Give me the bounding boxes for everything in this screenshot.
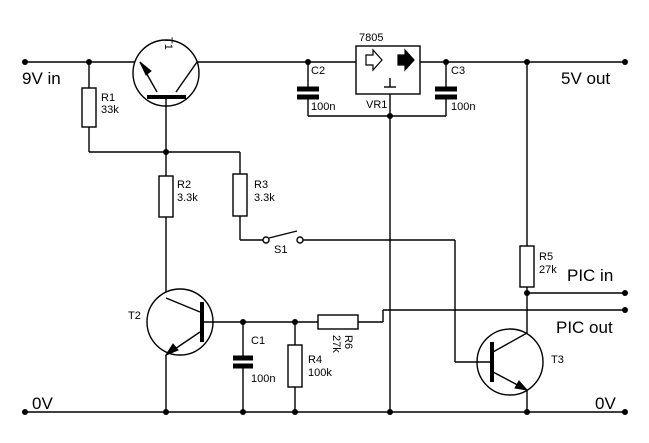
transistor-t2 [146, 288, 295, 412]
label-t3: T3 [551, 354, 564, 366]
label-c1-name: C1 [251, 335, 265, 347]
resistor-r4 [287, 322, 303, 412]
label-c3-name: C3 [451, 65, 465, 77]
label-r1-value: 33k [101, 104, 119, 116]
label-r4-value: 100k [308, 367, 332, 379]
transistor-t1 [132, 39, 200, 152]
label-0v-left: 0V [32, 394, 53, 413]
label-vr1-part: 7805 [359, 32, 383, 44]
label-t1: T1 [162, 37, 174, 50]
resistor-r2 [158, 152, 174, 298]
label-5v-out: 5V out [561, 69, 610, 88]
label-r6-name: R6 [342, 335, 354, 349]
label-r1-name: R1 [101, 92, 115, 104]
label-r3-value: 3.3k [254, 192, 275, 204]
label-c1-value: 100n [251, 373, 275, 385]
capacitor-c1 [233, 322, 253, 412]
label-vr1-name: VR1 [366, 99, 387, 111]
label-c3-value: 100n [451, 101, 475, 113]
label-r5-value: 27k [539, 264, 557, 276]
label-r4-name: R4 [308, 354, 322, 366]
label-pic-out: PIC out [556, 318, 613, 337]
label-0v-right: 0V [595, 394, 616, 413]
capacitor-c2 [297, 62, 446, 117]
switch-s1 [240, 230, 456, 362]
label-c2-name: C2 [311, 65, 325, 77]
transistor-t3 [455, 293, 544, 412]
label-9v-in: 9V in [22, 69, 61, 88]
label-t2: T2 [128, 310, 141, 322]
label-pic-in: PIC in [567, 266, 613, 285]
resistor-r6 [295, 309, 625, 330]
label-c2-value: 100n [311, 101, 335, 113]
regulator-vr1 [355, 45, 421, 412]
resistor-r1 [81, 62, 240, 153]
label-r5-name: R5 [539, 251, 553, 263]
label-r6-value: 27k [330, 335, 342, 353]
resistor-r3 [232, 152, 248, 240]
label-r3-name: R3 [254, 179, 268, 191]
label-r2-name: R2 [177, 179, 191, 191]
capacitor-c3 [435, 62, 457, 116]
label-s1: S1 [274, 244, 287, 256]
port-terminals [22, 59, 628, 415]
resistor-r5 [519, 62, 625, 294]
junction-dots [86, 59, 530, 415]
label-r2-value: 3.3k [177, 192, 198, 204]
